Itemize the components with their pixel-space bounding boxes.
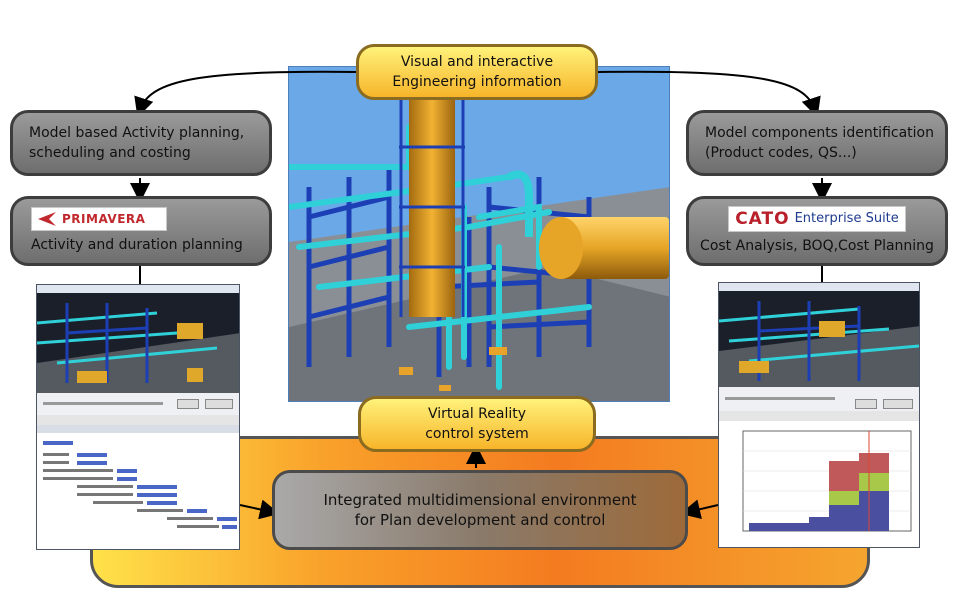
- left-shot-gantt-drawing: [37, 425, 239, 529]
- arrow-top-to-left: [134, 70, 357, 118]
- right-software-screenshot: [718, 282, 920, 548]
- vr-control-box: Virtual Reality control system: [358, 396, 596, 452]
- left-shot-play-button[interactable]: [177, 399, 199, 409]
- right-shot-3d-drawing: [719, 291, 919, 387]
- left-shot-3d-view: [37, 293, 239, 393]
- arrow-right-shot-to-integrated: [680, 499, 719, 520]
- right-shot-chart-drawing: [742, 430, 912, 532]
- left-shot-timeline-bar: [37, 393, 239, 416]
- cato-box: CATO Enterprise Suite Cost Analysis, BOQ…: [686, 196, 948, 266]
- primavera-box: PRIMAVERA Activity and duration planning: [10, 196, 272, 266]
- activity-planning-box: Model based Activity planning, schedulin…: [10, 110, 272, 176]
- left-shot-hide-button[interactable]: [205, 399, 233, 409]
- arrow-left-shot-to-integrated: [239, 499, 280, 520]
- right-shot-play-button[interactable]: [855, 399, 877, 409]
- primavera-logo-text: PRIMAVERA: [62, 212, 146, 226]
- activity-planning-text: Model based Activity planning, schedulin…: [29, 125, 245, 161]
- integrated-environment-text: Integrated multidimensional environment …: [323, 491, 637, 529]
- visual-engineering-info-text: Visual and interactive Engineering infor…: [392, 54, 562, 90]
- activity-duration-text: Activity and duration planning: [31, 237, 243, 253]
- visual-engineering-info-box: Visual and interactive Engineering infor…: [356, 44, 598, 100]
- primavera-logo: PRIMAVERA: [31, 207, 167, 231]
- cato-logo-suite: Enterprise Suite: [794, 211, 899, 226]
- left-shot-gantt: [37, 425, 239, 549]
- right-shot-3d-view: [719, 291, 919, 387]
- left-shot-slider[interactable]: [43, 402, 163, 405]
- left-software-screenshot: [36, 284, 240, 550]
- cato-logo: CATO Enterprise Suite: [728, 206, 906, 232]
- arrow-top-to-right: [597, 70, 821, 118]
- right-shot-slider[interactable]: [725, 397, 835, 400]
- model-components-text: Model components identification (Product…: [705, 125, 934, 161]
- left-shot-3d-drawing: [37, 293, 239, 393]
- model-components-box: Model components identification (Product…: [686, 110, 948, 176]
- right-shot-timeline-bar: [719, 387, 919, 412]
- right-shot-hide-button[interactable]: [883, 399, 913, 409]
- cost-analysis-text: Cost Analysis, BOQ,Cost Planning: [700, 238, 934, 254]
- primavera-logo-icon: [38, 212, 56, 226]
- vr-control-text: Virtual Reality control system: [425, 406, 529, 442]
- cato-logo-cato: CATO: [735, 209, 790, 229]
- integrated-environment-box: Integrated multidimensional environment …: [272, 470, 688, 550]
- 3d-plant-model-drawing: [289, 67, 669, 401]
- right-shot-chart: [719, 421, 919, 547]
- 3d-plant-model-image: [288, 66, 670, 402]
